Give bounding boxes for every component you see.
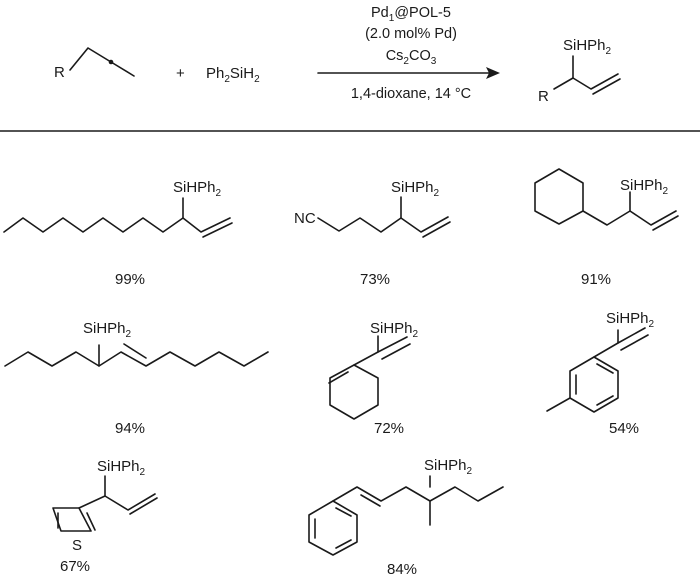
product-6: SiHPh2 54%: [546, 310, 655, 437]
product-3-si-label: SiHPh2: [620, 177, 669, 197]
product-2-nitrile-label: NC: [294, 210, 316, 227]
product-4-yield: 94%: [115, 420, 145, 437]
product-1-yield: 99%: [115, 271, 145, 288]
reactant-r-label: R: [54, 64, 65, 81]
product-7-thiophene-s-label: S: [72, 537, 82, 554]
product-2-yield: 73%: [360, 271, 390, 288]
plus-sign: +: [176, 65, 185, 82]
product-1-si-label: SiHPh2: [173, 179, 222, 199]
product-si-label: SiHPh2: [563, 37, 612, 57]
product-7-yield: 67%: [60, 558, 90, 575]
generic-product: SiHPh2 R: [538, 37, 621, 105]
product-7-si-label: SiHPh2: [97, 458, 146, 478]
product-6-yield: 54%: [609, 420, 639, 437]
reaction-arrow: [317, 67, 500, 79]
product-8-yield: 84%: [387, 561, 417, 577]
base-label: Cs2CO3: [386, 48, 437, 67]
loading-label: (2.0 mol% Pd): [365, 26, 457, 42]
product-3: SiHPh2 91%: [534, 168, 679, 288]
product-4-si-label: SiHPh2: [83, 320, 132, 340]
solvent-label: 1,4-dioxane, 14 °C: [351, 86, 471, 102]
catalyst-label: Pd1@POL-5: [371, 5, 451, 24]
product-5: SiHPh2 72%: [328, 320, 419, 437]
product-2-si-label: SiHPh2: [391, 179, 440, 199]
product-7: S SiHPh2 67%: [52, 458, 158, 575]
product-5-yield: 72%: [374, 420, 404, 437]
product-5-si-label: SiHPh2: [370, 320, 419, 340]
product-8: SiHPh2 84%: [308, 457, 504, 577]
product-6-si-label: SiHPh2: [606, 310, 655, 330]
product-8-si-label: SiHPh2: [424, 457, 473, 477]
reaction-conditions: Pd1@POL-5 (2.0 mol% Pd) Cs2CO3 1,4-dioxa…: [351, 5, 471, 102]
product-2: NC SiHPh2 73%: [294, 179, 451, 288]
product-4: SiHPh2 94%: [4, 320, 269, 437]
reactant-allene: R: [54, 47, 135, 81]
product-r-label: R: [538, 88, 549, 105]
reagent-diphenylsilane: Ph2SiH2: [206, 65, 260, 85]
product-1: SiHPh2 99%: [3, 179, 233, 288]
product-3-yield: 91%: [581, 271, 611, 288]
